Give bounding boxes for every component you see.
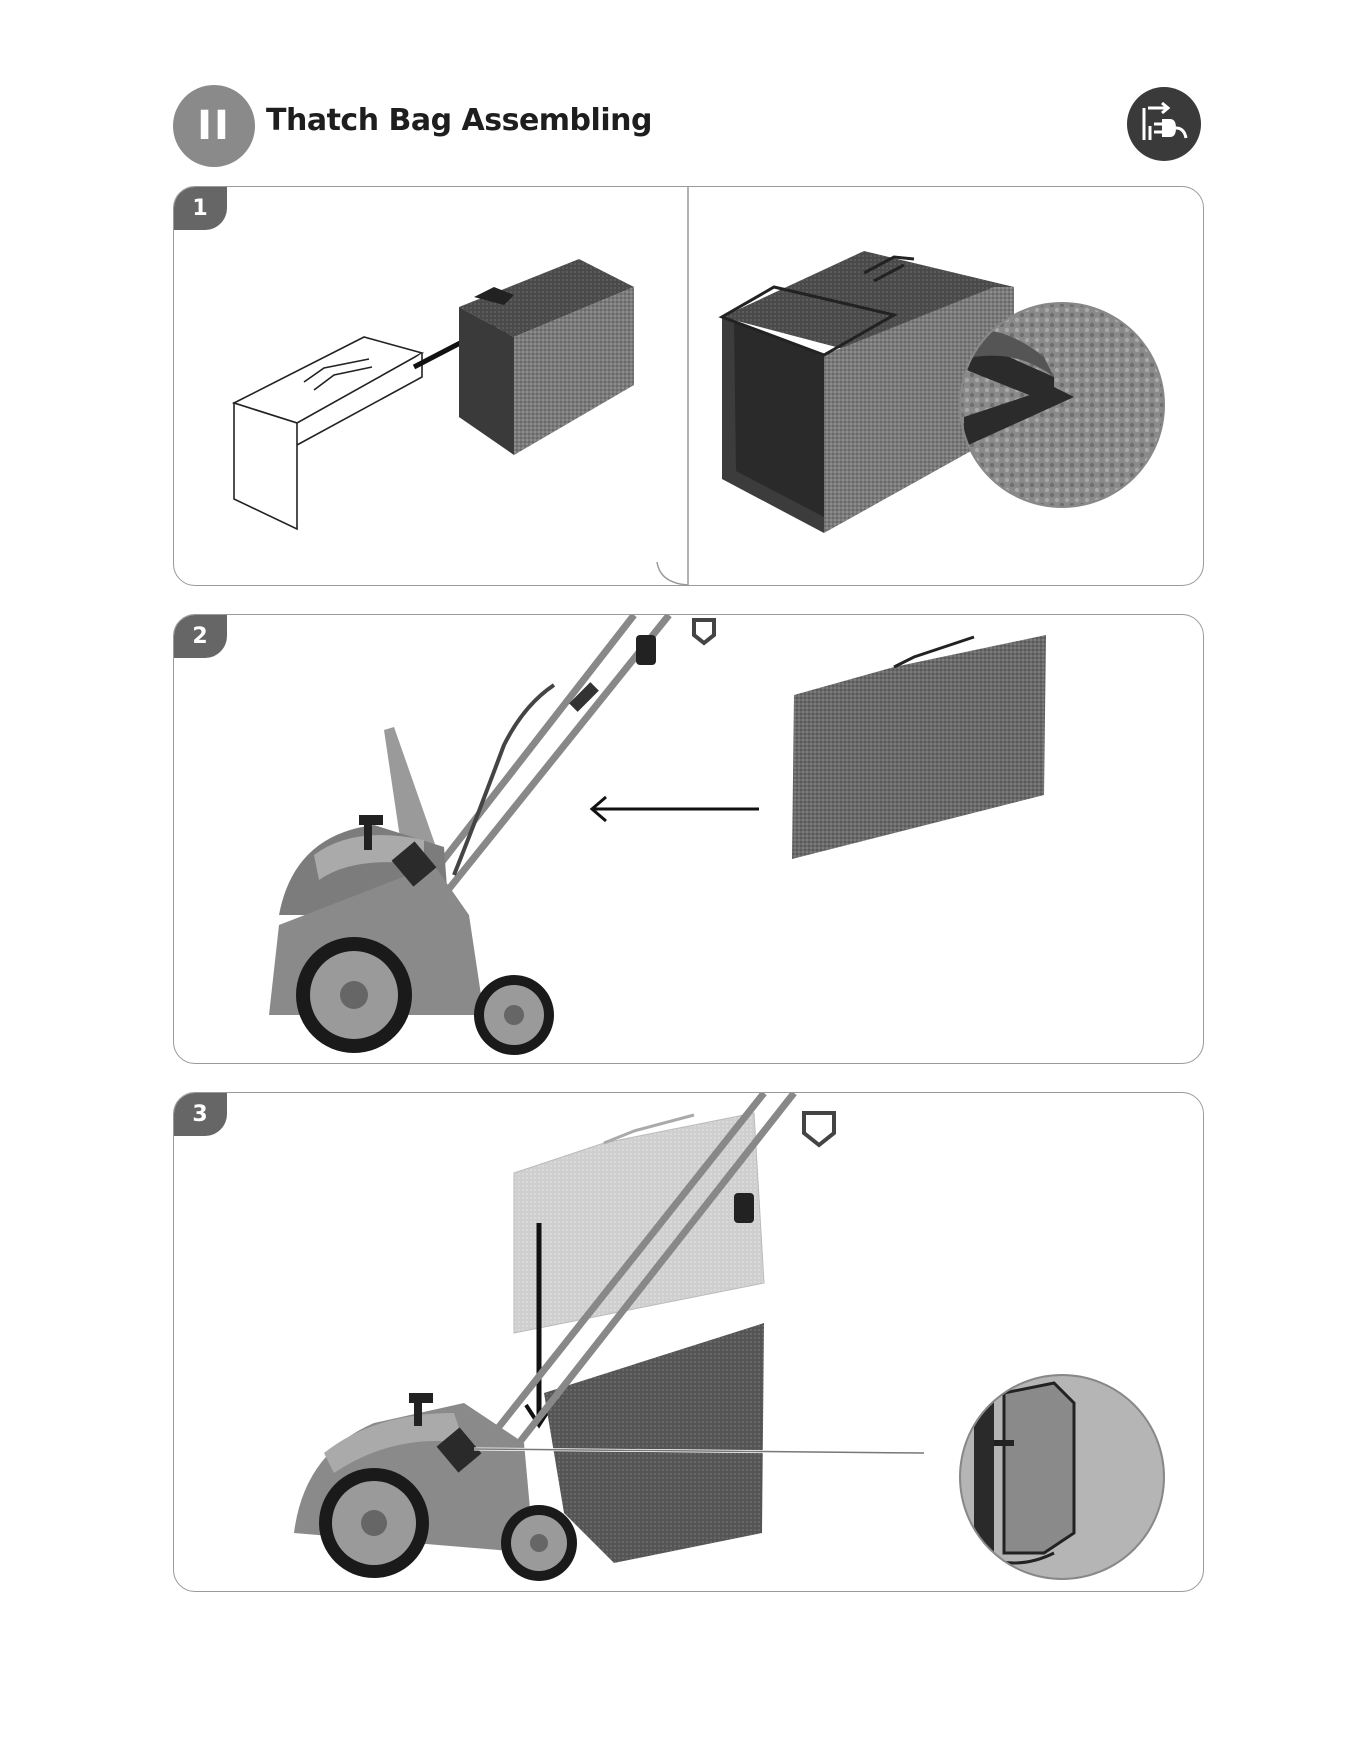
zoom-detail-3 (954, 1373, 1174, 1591)
step-1-number: 1 (192, 196, 207, 221)
step-2-panel: 2 (173, 614, 1204, 1064)
step-2-tab: 2 (173, 614, 227, 658)
mower-wheel-rear (296, 937, 412, 1053)
bag-box (459, 259, 634, 455)
page-title: Thatch Bag Assembling (266, 103, 652, 138)
step-3-number: 3 (192, 1102, 207, 1127)
step-1-panel: 1 (173, 186, 1204, 586)
mower-wheel-front-3 (501, 1505, 577, 1581)
section-badge: II (173, 85, 255, 167)
frame-outline (234, 337, 422, 529)
step-2-number: 2 (192, 624, 207, 649)
thatch-bag-panel (792, 635, 1046, 859)
section-numeral: II (197, 103, 231, 149)
unplug-warning-icon (1126, 86, 1202, 162)
step-3-tab: 3 (173, 1092, 227, 1136)
mower-wheel-front (474, 975, 554, 1055)
step-3-panel: 3 (173, 1092, 1204, 1592)
mower-wheel-rear-3 (319, 1468, 429, 1578)
step-1-tab: 1 (173, 186, 227, 230)
